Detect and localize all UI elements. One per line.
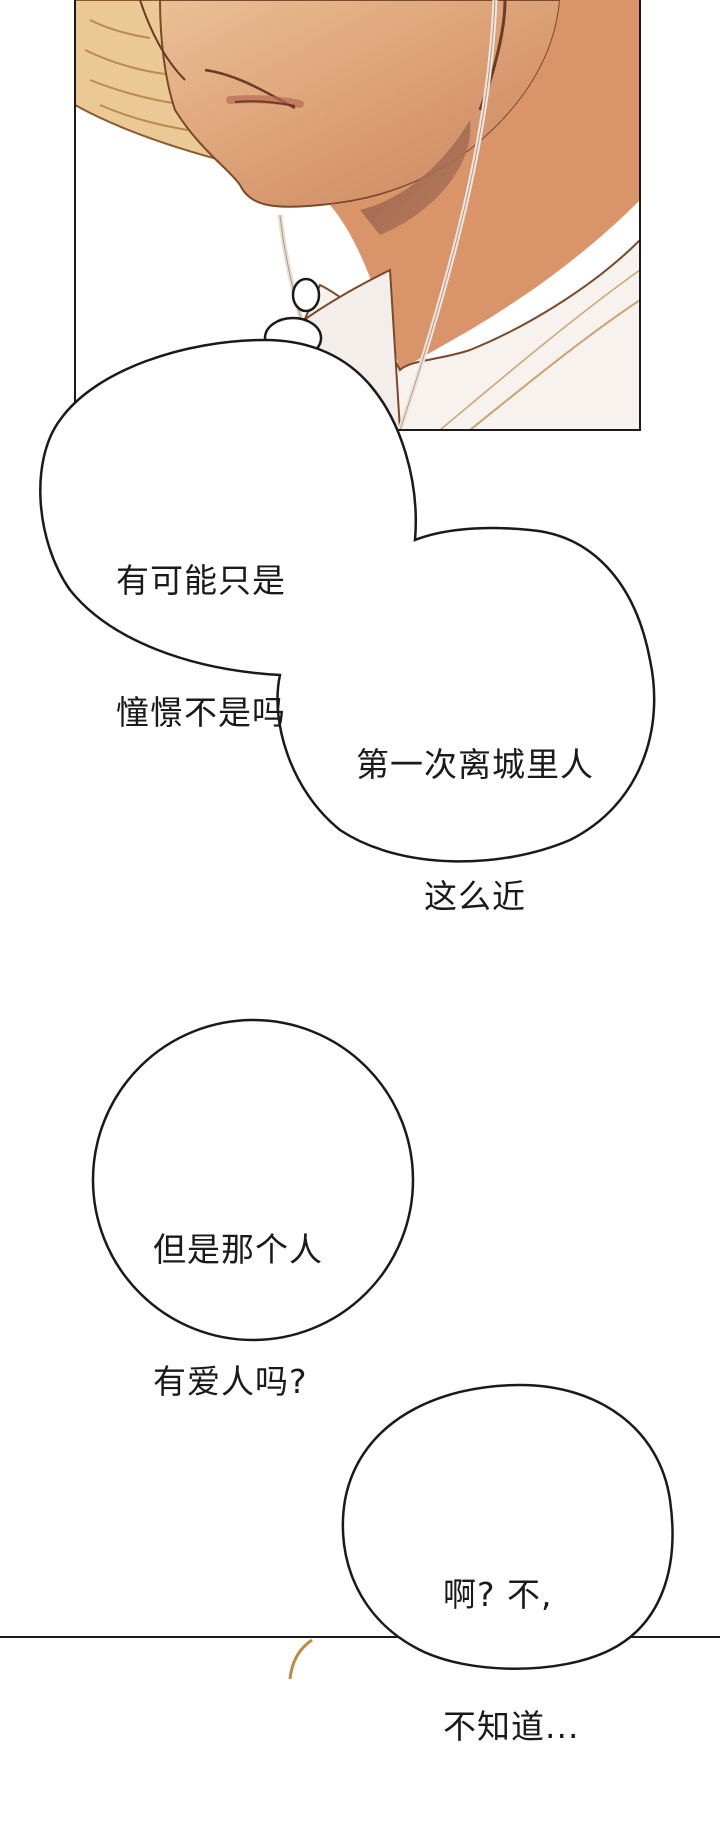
bubble-1-line-2: 憧憬不是吗: [116, 693, 286, 732]
bubble-4-text: 啊? 不, 不知道...: [443, 1485, 579, 1837]
speech-bubble-cloud: [39, 338, 656, 863]
bubble-4-line-1: 啊? 不,: [443, 1575, 553, 1614]
speech-bubble-4-outline: [341, 1383, 674, 1670]
bubble-1-line-1: 有可能只是: [116, 561, 286, 600]
bubble-3-text: 但是那个人 有爱人吗?: [153, 1140, 323, 1492]
bubble-2-line-2: 这么近: [424, 877, 526, 916]
comic-page: 有可能只是 憧憬不是吗 第一次离城里人 这么近 但是那个人 有爱人吗? 啊? 不…: [0, 0, 720, 1746]
bubble-3-line-1: 但是那个人: [153, 1230, 323, 1269]
bubble-4-line-2: 不知道...: [443, 1707, 580, 1746]
neck: [330, 0, 640, 370]
comic-artwork: [0, 0, 720, 1679]
bubble-2-text: 第一次离城里人 这么近: [330, 655, 620, 1007]
bubble-1-text: 有可能只是 憧憬不是吗: [116, 471, 286, 823]
speech-bubble-3-outline: [91, 1018, 415, 1342]
bubble-2-line-1: 第一次离城里人: [356, 745, 594, 784]
thought-dot-small: [291, 277, 321, 313]
bubble-3-line-2: 有爱人吗?: [153, 1362, 308, 1401]
